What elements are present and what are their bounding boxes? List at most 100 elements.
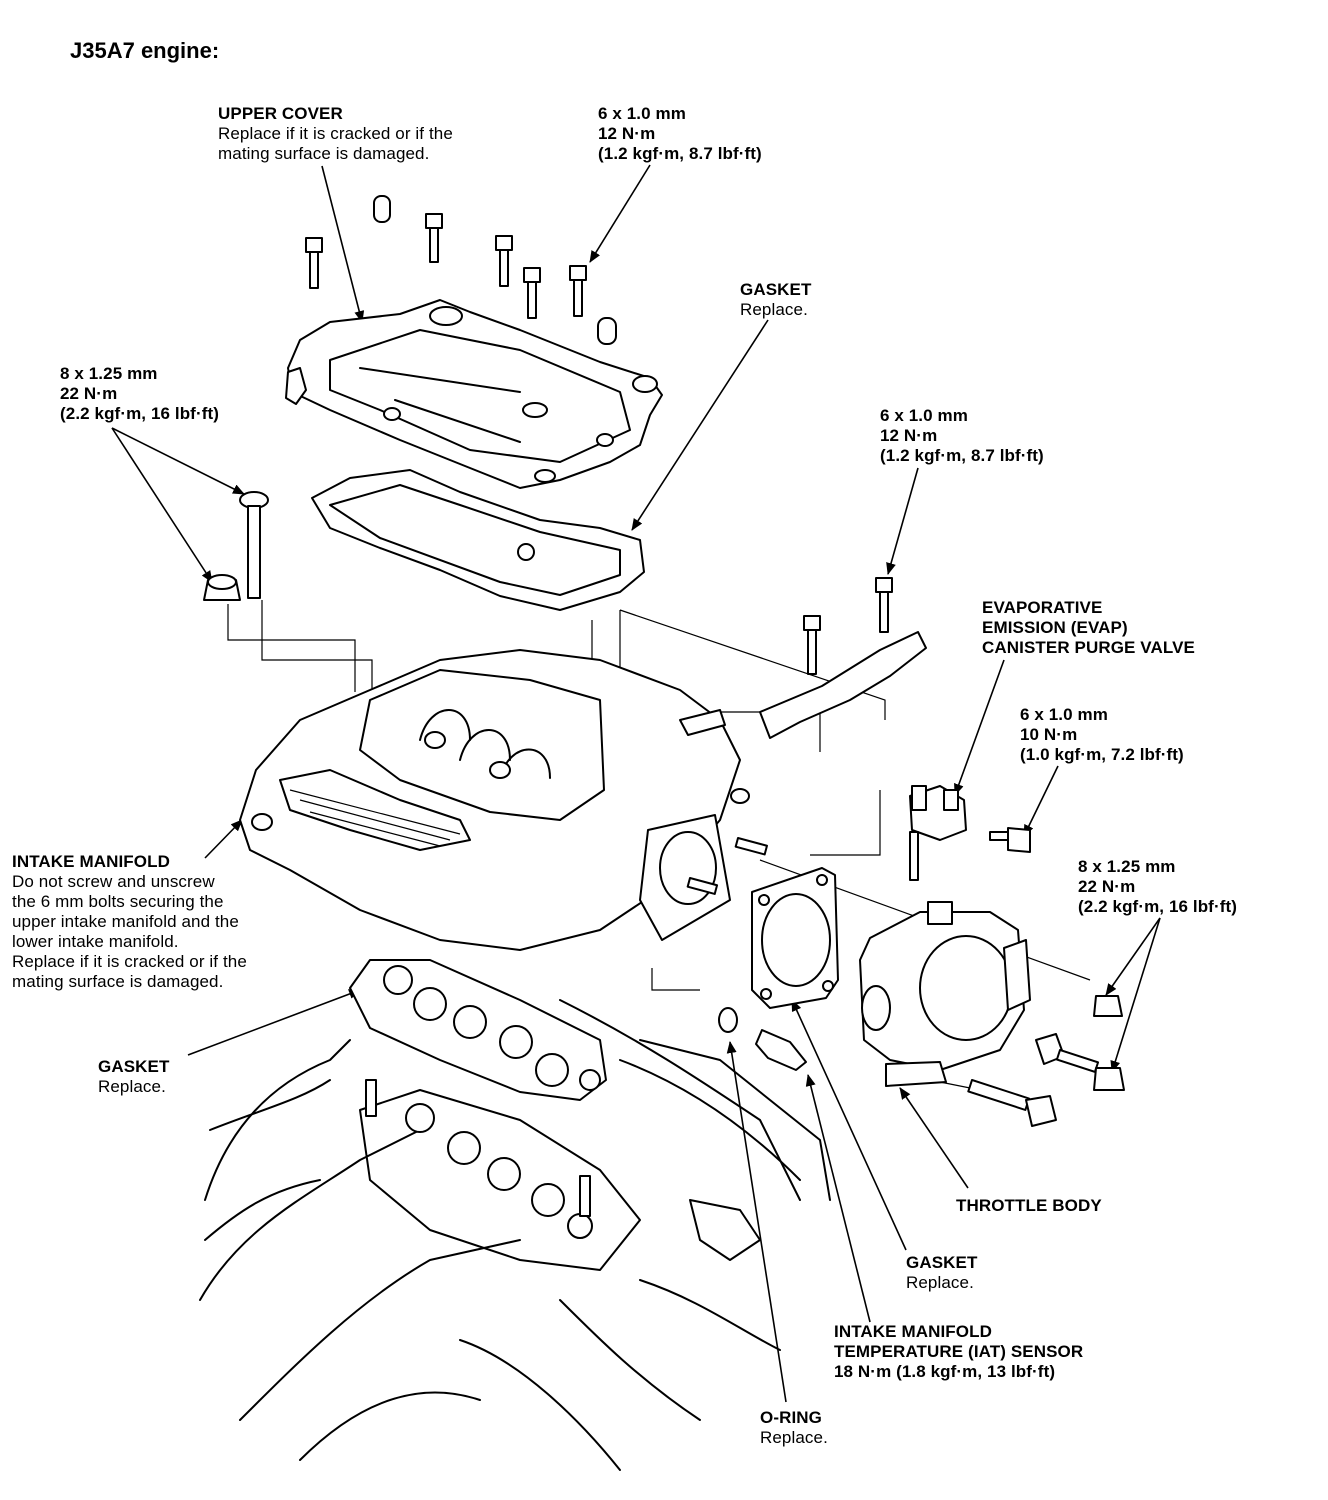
leader-bolt-bracket [886,467,919,575]
bolt-throttle-torque: 22 N·m [1078,877,1136,896]
throttle-gasket [751,867,839,1009]
evap-line-2: EMISSION (EVAP) [982,618,1128,637]
label-o-ring: O-RING Replace. [760,1408,828,1448]
gasket-lower-note: Replace. [98,1077,166,1096]
bolt-manifold-torque-alt: (2.2 kgf·m, 16 lbf·ft) [60,404,219,423]
throttle-bolts [967,995,1125,1127]
gasket-lower-heading: GASKET [98,1057,170,1076]
throttle-body-heading: THROTTLE BODY [956,1196,1102,1215]
bolt-cover-torque: 12 N·m [598,124,656,143]
label-gasket-upper: GASKET Replace. [740,280,811,320]
bolt-evap-size: 6 x 1.0 mm [1020,705,1108,724]
throttle-nut-upper [1093,995,1123,1017]
cover-bolts [305,195,617,345]
throttle-body [859,901,1031,1087]
label-upper-cover: UPPER COVER Replace if it is cracked or … [218,104,453,164]
bracket-bolt-1 [803,615,821,675]
label-gasket-lower: GASKET Replace. [98,1057,169,1097]
throttle-nut-lower [1093,1067,1125,1091]
manifold-stud-bolt [239,491,269,599]
iat-line-2: TEMPERATURE (IAT) SENSOR [834,1342,1084,1361]
bolt-throttle-size: 8 x 1.25 mm [1078,857,1176,876]
gasket-upper-heading: GASKET [740,280,812,299]
bolt-bracket-torque: 12 N·m [880,426,938,445]
leader-bolt-manifold-b [111,427,245,495]
bolt-cover-2 [373,195,391,223]
gasket-upper-note: Replace. [740,300,808,319]
bolt-cover-5 [523,267,541,319]
label-bolt-evap-spec: 6 x 1.0 mm 10 N·m (1.0 kgf·m, 7.2 lbf·ft… [1020,705,1184,765]
evap-line-1: EVAPORATIVE [982,598,1103,617]
iat-line-3: 18 N·m (1.8 kgf·m, 13 lbf·ft) [834,1362,1056,1381]
leader-o-ring [726,1041,787,1403]
upper-cover [285,299,663,489]
bracket-bolt-2 [875,577,893,633]
intake-manifold-line-3: upper intake manifold and the [12,912,239,931]
label-gasket-throttle: GASKET Replace. [906,1253,977,1293]
intake-manifold-line-2: the 6 mm bolts securing the [12,892,224,911]
throttle-flange [639,814,768,941]
iat-sensor [755,1029,807,1071]
label-iat-sensor: INTAKE MANIFOLD TEMPERATURE (IAT) SENSOR… [834,1322,1083,1382]
manifold-bolts-left [203,491,269,601]
evap-bolt [989,827,1031,853]
bolt-manifold-torque: 22 N·m [60,384,118,403]
upper-gasket [311,469,645,611]
bolt-evap-torque-alt: (1.0 kgf·m, 7.2 lbf·ft) [1020,745,1184,764]
leader-evap [954,659,1005,796]
o-ring-note: Replace. [760,1428,828,1447]
leader-intake-manifold [204,819,243,859]
evap-purge-valve [909,785,1031,881]
label-bolt-throttle-spec: 8 x 1.25 mm 22 N·m (2.2 kgf·m, 16 lbf·ft… [1078,857,1237,917]
o-ring-heading: O-RING [760,1408,822,1427]
label-bolt-cover-spec: 6 x 1.0 mm 12 N·m (1.2 kgf·m, 8.7 lbf·ft… [598,104,762,164]
bolt-bracket-size: 6 x 1.0 mm [880,406,968,425]
o-ring [718,1007,738,1033]
engine-lower-section [199,999,831,1471]
intake-manifold-line-5: Replace if it is cracked or if the [12,952,247,971]
intake-manifold-line-4: lower intake manifold. [12,932,179,951]
intake-manifold-line-6: mating surface is damaged. [12,972,224,991]
leader-bolt-manifold-a [111,427,213,583]
leader-throttle-body [899,1087,969,1189]
bolt-cover-4 [495,235,513,287]
bolt-cover-3 [425,213,443,263]
evap-bracket [759,577,927,739]
label-bolt-manifold-spec: 8 x 1.25 mm 22 N·m (2.2 kgf·m, 16 lbf·ft… [60,364,219,424]
evap-line-3: CANISTER PURGE VALVE [982,638,1195,657]
throttle-bolt-long [967,1079,1057,1127]
bolt-manifold-size: 8 x 1.25 mm [60,364,158,383]
upper-cover-line-1: Replace if it is cracked or if the [218,124,453,143]
bolt-evap-torque: 10 N·m [1020,725,1078,744]
throttle-bolt-mid [1035,1033,1100,1073]
diagram-title: J35A7 engine: [70,38,220,63]
leader-lines [111,164,1161,1403]
leader-gasket-throttle [791,999,907,1251]
leader-gasket-lower [187,989,361,1056]
bolt-cover-7 [597,317,617,345]
leader-bolt-evap [1023,765,1059,837]
leader-bolt-throttle-a [1105,917,1161,996]
label-throttle-body: THROTTLE BODY [956,1196,1102,1216]
bolt-cover-torque-alt: (1.2 kgf·m, 8.7 lbf·ft) [598,144,762,163]
leader-gasket-upper [631,319,769,531]
upper-cover-line-2: mating surface is damaged. [218,144,430,163]
gasket-throttle-note: Replace. [906,1273,974,1292]
intake-manifold [239,649,750,951]
leader-iat-sensor [805,1074,871,1323]
bolt-cover-1 [305,237,323,289]
bolt-throttle-torque-alt: (2.2 kgf·m, 16 lbf·ft) [1078,897,1237,916]
leader-bolt-cover [589,164,651,263]
intake-manifold-heading: INTAKE MANIFOLD [12,852,170,871]
leader-upper-cover [321,165,365,323]
leader-bolt-throttle-b [1110,917,1161,1073]
bolt-cover-size: 6 x 1.0 mm [598,104,686,123]
iat-line-1: INTAKE MANIFOLD [834,1322,992,1341]
manifold-nut [203,574,241,601]
label-evap-valve: EVAPORATIVE EMISSION (EVAP) CANISTER PUR… [982,598,1195,658]
label-bolt-bracket-spec: 6 x 1.0 mm 12 N·m (1.2 kgf·m, 8.7 lbf·ft… [880,406,1044,466]
gasket-throttle-heading: GASKET [906,1253,978,1272]
upper-cover-heading: UPPER COVER [218,104,343,123]
